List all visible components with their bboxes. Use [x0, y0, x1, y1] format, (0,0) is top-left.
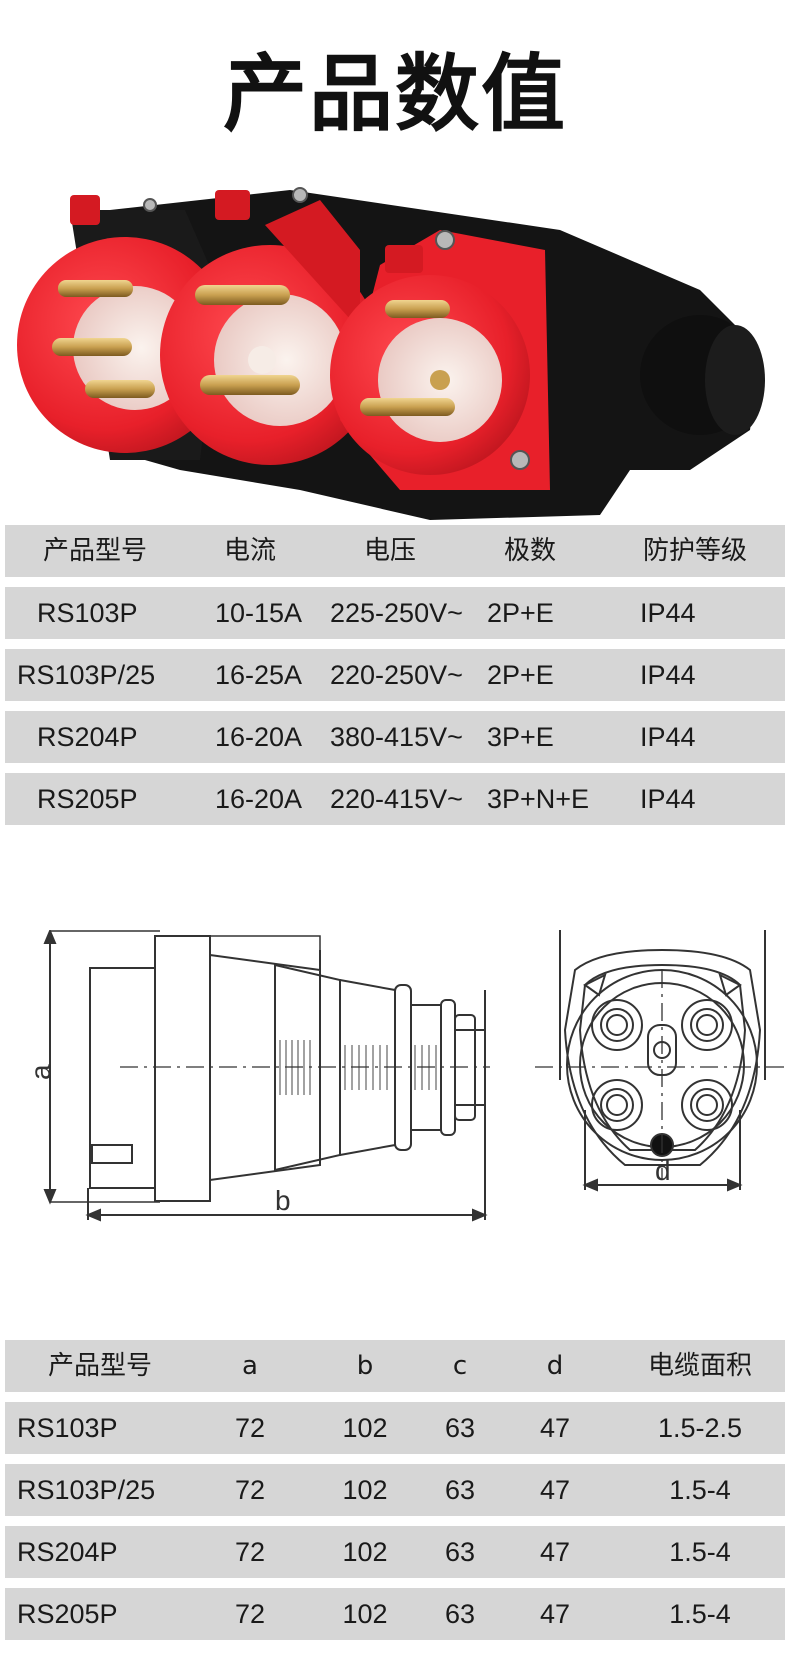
page-title: 产品数值	[222, 45, 567, 143]
table-row: RS205P 16-20A 220-415V~ 3P+N+E IP44	[5, 773, 785, 825]
b-cell: 102	[342, 1413, 388, 1443]
ip-cell: IP44	[640, 784, 696, 814]
table-row: RS103P/25 16-25A 220-250V~ 2P+E IP44	[5, 649, 785, 701]
current-cell: 10-15A	[215, 598, 303, 628]
header-cell: 产品型号	[42, 536, 147, 566]
dimension-label-d: d	[655, 1155, 671, 1186]
header-cell: 防护等级	[642, 536, 747, 566]
poles-cell: 2P+E	[487, 660, 554, 690]
model-cell: RS205P	[37, 784, 138, 814]
cable-cell: 1.5-2.5	[657, 1413, 743, 1443]
b-cell: 102	[342, 1537, 388, 1567]
cable-cell: 1.5-4	[669, 1599, 731, 1629]
a-cell: 72	[234, 1537, 266, 1567]
dimension-label-b: b	[275, 1185, 291, 1216]
model-cell: RS204P	[37, 722, 138, 752]
table-row: RS103P/25 72 102 63 47 1.5-4	[5, 1464, 785, 1516]
b-cell: 102	[342, 1475, 388, 1505]
header-cell: d	[546, 1351, 564, 1381]
c-cell: 63	[444, 1537, 476, 1567]
ip-cell: IP44	[640, 722, 696, 752]
model-cell: RS103P	[17, 1413, 118, 1443]
table-row: RS205P 72 102 63 47 1.5-4	[5, 1588, 785, 1640]
dimension-drawing: a b c d	[25, 930, 785, 1222]
voltage-cell: 220-250V~	[330, 660, 463, 690]
header-cell: 电流	[223, 536, 276, 566]
header-cell: 产品型号	[47, 1351, 152, 1381]
d-cell: 47	[539, 1413, 571, 1443]
a-cell: 72	[234, 1475, 266, 1505]
ip-cell: IP44	[640, 598, 696, 628]
a-cell: 72	[234, 1413, 266, 1443]
table-row: RS204P 16-20A 380-415V~ 3P+E IP44	[5, 711, 785, 763]
model-cell: RS103P	[37, 598, 138, 628]
table-header-row: 产品型号 a b c d 电缆面积	[5, 1340, 785, 1392]
d-cell: 47	[539, 1475, 571, 1505]
b-cell: 102	[342, 1599, 388, 1629]
poles-cell: 2P+E	[487, 598, 554, 628]
table-row: RS204P 72 102 63 47 1.5-4	[5, 1526, 785, 1578]
header-cell: 电压	[363, 536, 416, 566]
d-cell: 47	[539, 1537, 571, 1567]
cable-cell: 1.5-4	[669, 1537, 731, 1567]
model-cell: RS205P	[17, 1599, 118, 1629]
c-cell: 63	[444, 1413, 476, 1443]
header-cell: 电缆面积	[647, 1351, 752, 1381]
current-cell: 16-20A	[215, 722, 303, 752]
header-cell: 极数	[503, 536, 556, 566]
table-row: RS103P 72 102 63 47 1.5-2.5	[5, 1402, 785, 1454]
voltage-cell: 220-415V~	[330, 784, 463, 814]
front-view	[535, 930, 785, 1192]
header-cell: a	[242, 1351, 258, 1381]
cable-cell: 1.5-4	[669, 1475, 731, 1505]
product-photo	[17, 187, 765, 520]
ip-cell: IP44	[640, 660, 696, 690]
model-cell: RS103P/25	[17, 660, 156, 690]
voltage-cell: 380-415V~	[330, 722, 463, 752]
model-cell: RS103P/25	[17, 1475, 156, 1505]
current-cell: 16-20A	[215, 784, 303, 814]
voltage-cell: 225-250V~	[330, 598, 463, 628]
header-cell: b	[356, 1351, 374, 1381]
current-cell: 16-25A	[215, 660, 303, 690]
model-cell: RS204P	[17, 1537, 118, 1567]
poles-cell: 3P+E	[487, 722, 554, 752]
c-cell: 63	[444, 1475, 476, 1505]
header-cell: c	[452, 1351, 468, 1381]
table-row: RS103P 10-15A 225-250V~ 2P+E IP44	[5, 587, 785, 639]
poles-cell: 3P+N+E	[487, 784, 590, 814]
a-cell: 72	[234, 1599, 266, 1629]
c-cell: 63	[444, 1599, 476, 1629]
d-cell: 47	[539, 1599, 571, 1629]
side-view	[43, 930, 490, 1222]
dimension-label-a: a	[25, 1064, 56, 1080]
table-header-row: 产品型号 电流 电压 极数 防护等级	[5, 525, 785, 577]
